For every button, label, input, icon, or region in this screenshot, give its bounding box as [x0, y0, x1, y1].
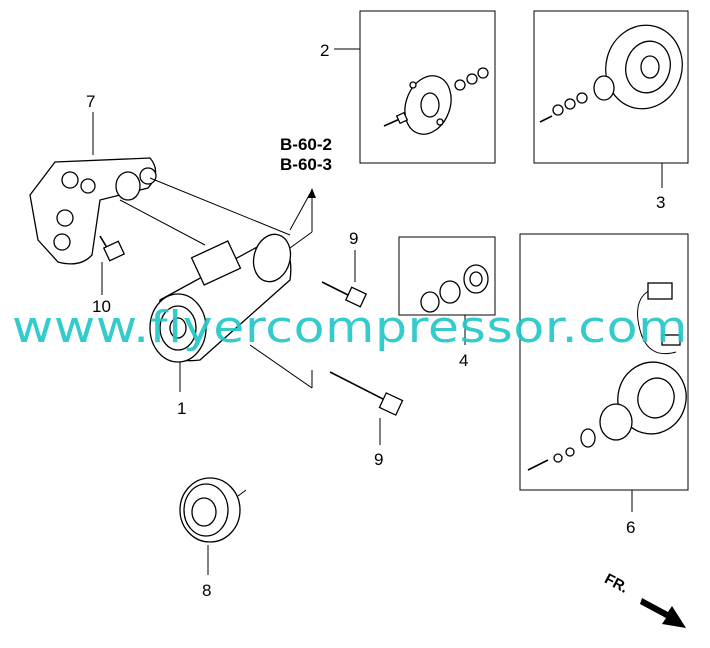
callout-8: 8	[202, 581, 211, 600]
reference-code-2: B-60-3	[280, 155, 332, 174]
inset-box-2	[334, 10, 496, 164]
idler-pulley	[179, 477, 247, 575]
front-direction-arrow	[640, 598, 686, 628]
front-direction-label: FR.	[602, 570, 631, 596]
callout-2: 2	[320, 41, 329, 60]
callout-7: 7	[86, 92, 95, 111]
bolt-10	[99, 235, 126, 295]
callout-10: 10	[92, 297, 111, 316]
watermark-text: www.flyercompressor.com	[12, 302, 688, 353]
reference-code-1: B-60-2	[280, 135, 332, 154]
callout-3: 3	[656, 193, 665, 212]
bolt-9-upper	[321, 250, 368, 308]
callout-6: 6	[626, 518, 635, 537]
inset-box-6	[519, 233, 689, 512]
callout-4: 4	[459, 351, 468, 370]
bolt-9-lower	[329, 371, 404, 445]
callout-9-upper: 9	[349, 229, 358, 248]
compressor-body	[149, 188, 316, 392]
compressor-bracket	[29, 112, 291, 265]
callout-1: 1	[177, 399, 186, 418]
inset-box-3	[533, 10, 689, 188]
callout-9-lower: 9	[374, 450, 383, 469]
inset-box-4	[398, 236, 496, 345]
